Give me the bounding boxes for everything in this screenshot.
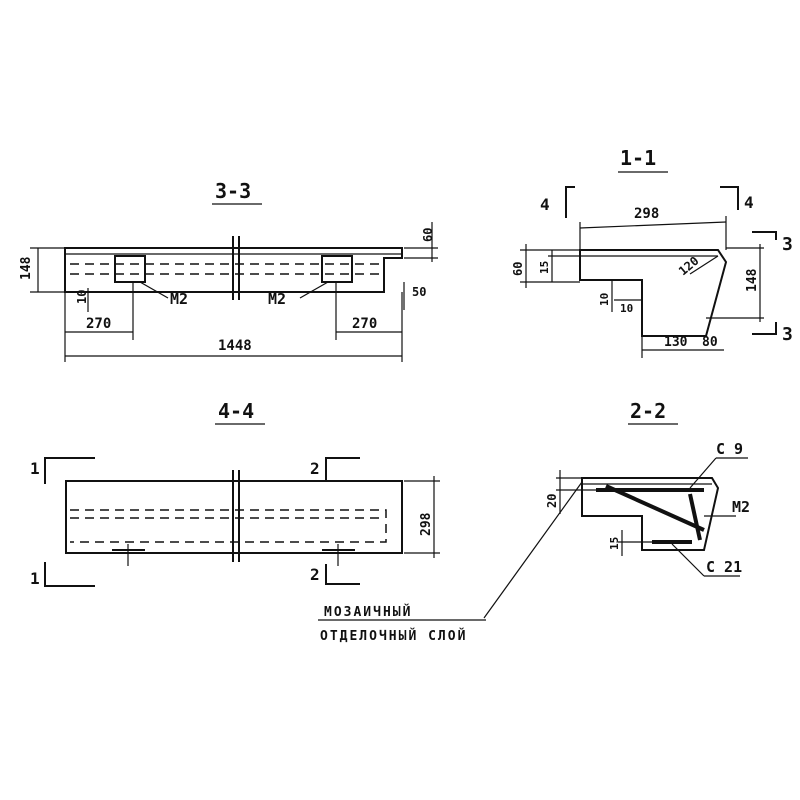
section-3-3-dim-small: 10 (75, 290, 89, 304)
section-2-2-label-c9: C 9 (716, 440, 743, 458)
section-1-1-dim-small-a: 10 (598, 293, 611, 306)
section-2-2-leader-c21 (671, 543, 705, 577)
section-3-3-dim-total: 1448 (218, 338, 252, 354)
section-2-2-title: 2-2 (630, 399, 666, 423)
section-1-1-dim-slope: 120 (676, 254, 702, 279)
section-4-4-mark-right-bottom: 2 (310, 565, 320, 584)
section-1-1: 1-1 4 4 3 3 298 120 60 15 148 (511, 146, 793, 358)
section-4-4-mark-left-top-arrow (44, 457, 95, 484)
section-1-1-dim-bottom-tail: 80 (702, 335, 718, 350)
section-2-2-leader-note (483, 481, 583, 619)
section-2-2-dim-top: 20 (545, 494, 559, 508)
section-1-1-dim-width: 298 (634, 206, 659, 222)
section-4-4-mark-left-top: 1 (30, 459, 40, 478)
section-4-4-mark-right-top: 2 (310, 459, 320, 478)
section-1-1-mark-bottom-right: 3 (782, 324, 793, 345)
section-1-1-mark-right: 4 (744, 193, 754, 212)
section-4-4-hidden-outline (70, 509, 387, 543)
section-2-2-label-c21: C 21 (706, 558, 742, 576)
section-4-4-mark-right-top-arrow (325, 457, 360, 480)
section-2-2-outline (581, 477, 720, 551)
section-3-3-leader-m2-left (139, 281, 169, 299)
section-2-2-leader-c9 (689, 457, 717, 489)
section-3-3-dim-height: 148 (19, 256, 34, 280)
section-3-3-leader-m2-right (299, 281, 329, 299)
section-1-1-slope-dim-line (689, 255, 719, 275)
section-1-1-mark-right-arrow (720, 186, 739, 210)
section-1-1-mark-left: 4 (540, 195, 550, 214)
section-3-3-plate-left (114, 255, 146, 283)
section-2-2: 2-2 C 9 M2 C 21 20 15 (483, 399, 750, 619)
section-3-3-dim-left: 270 (86, 316, 111, 332)
section-3-3-dim-top: 60 (421, 228, 435, 242)
section-1-1-mark-top-right: 3 (782, 234, 793, 255)
section-4-4-mark-right-bottom-arrow (325, 564, 360, 585)
note-line-1: МОЗАИЧНЫЙ (324, 604, 412, 620)
section-1-1-dim-bottom: 130 (664, 335, 688, 350)
section-3-3-title: 3-3 (215, 179, 251, 203)
section-1-1-mark-3-bottom-arrow (752, 322, 777, 335)
section-3-3-plate-right (321, 255, 353, 283)
section-1-1-outline (579, 249, 728, 337)
section-1-1-dim-small-b: 10 (620, 302, 633, 315)
section-4-4-title: 4-4 (218, 399, 254, 423)
section-3-3: 3-3 M2 M2 148 60 10 50 (19, 179, 438, 362)
section-1-1-dim-top: 60 (511, 262, 525, 276)
section-4-4: 4-4 1 1 2 2 298 (30, 399, 440, 588)
section-1-1-dim-height: 148 (745, 268, 760, 292)
section-1-1-mark-left-arrow (565, 186, 575, 218)
section-2-2-label-m2: M2 (732, 498, 750, 516)
finish-layer-note: МОЗАИЧНЫЙ ОТДЕЛОЧНЫЙ СЛОЙ (318, 604, 486, 644)
section-1-1-dim-inner: 15 (538, 261, 551, 274)
section-3-3-label-m2-left: M2 (170, 290, 188, 308)
section-2-2-dim-bottom: 15 (608, 537, 621, 550)
section-3-3-label-m2-right: M2 (268, 290, 286, 308)
section-4-4-dim-height: 298 (419, 512, 434, 536)
section-4-4-mark-left-bottom: 1 (30, 569, 40, 588)
section-2-2-rebar-diagonal (605, 484, 705, 532)
section-1-1-title: 1-1 (620, 146, 656, 170)
section-4-4-mark-left-bottom-arrow (44, 562, 95, 587)
section-1-1-mark-3-top-arrow (752, 231, 777, 240)
section-3-3-dim-right: 270 (352, 316, 377, 332)
note-line-2: ОТДЕЛОЧНЫЙ СЛОЙ (320, 628, 467, 644)
section-2-2-rebar-vertical (688, 493, 702, 541)
section-1-1-dim-width-line (579, 221, 727, 229)
section-3-3-dim-side: 50 (412, 285, 426, 299)
